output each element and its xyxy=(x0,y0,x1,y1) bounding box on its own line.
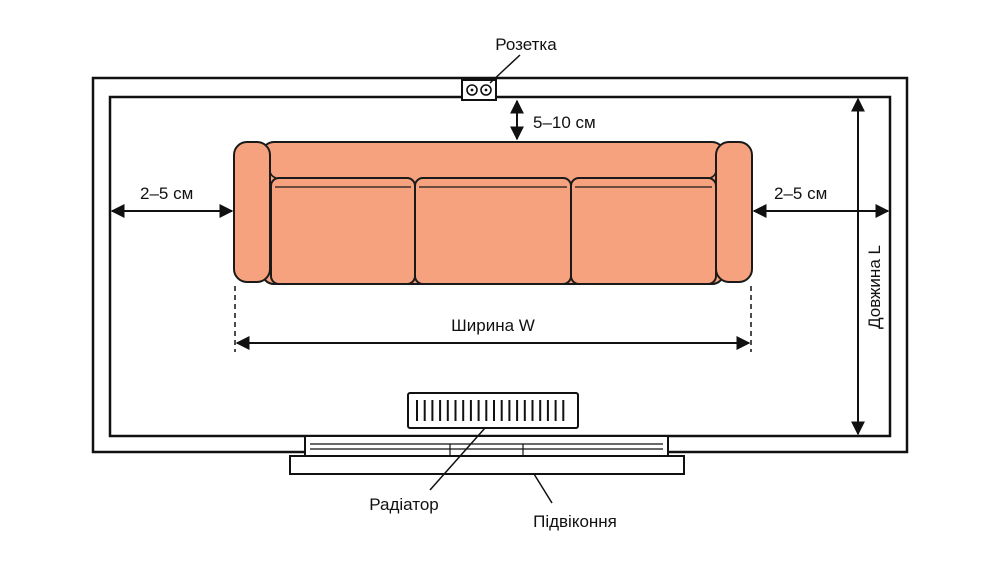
top-gap-label: 5–10 см xyxy=(533,113,596,132)
radiator-label: Радіатор xyxy=(369,495,439,514)
sofa-seat-cushion-2 xyxy=(414,177,572,285)
socket-leader-line xyxy=(489,54,521,84)
sofa-seat-cushion-3 xyxy=(570,177,717,285)
left-gap-label: 2–5 см xyxy=(140,184,193,203)
sofa-seat-cushion-1 xyxy=(270,177,416,285)
sofa-left-armrest xyxy=(233,141,271,283)
right-gap-label: 2–5 см xyxy=(774,184,827,203)
width-label: Ширина W xyxy=(451,316,535,335)
socket-label: Розетка xyxy=(495,35,557,54)
radiator-leader-line xyxy=(429,427,486,491)
socket-icon xyxy=(461,79,497,101)
sofa-right-armrest xyxy=(715,141,753,283)
windowsill-label: Підвіконня xyxy=(533,512,617,531)
window-sill xyxy=(289,435,685,475)
windowsill-leader-line xyxy=(533,473,553,504)
length-label: Довжина L xyxy=(865,245,884,329)
radiator-icon xyxy=(407,392,579,429)
sofa xyxy=(233,141,753,285)
